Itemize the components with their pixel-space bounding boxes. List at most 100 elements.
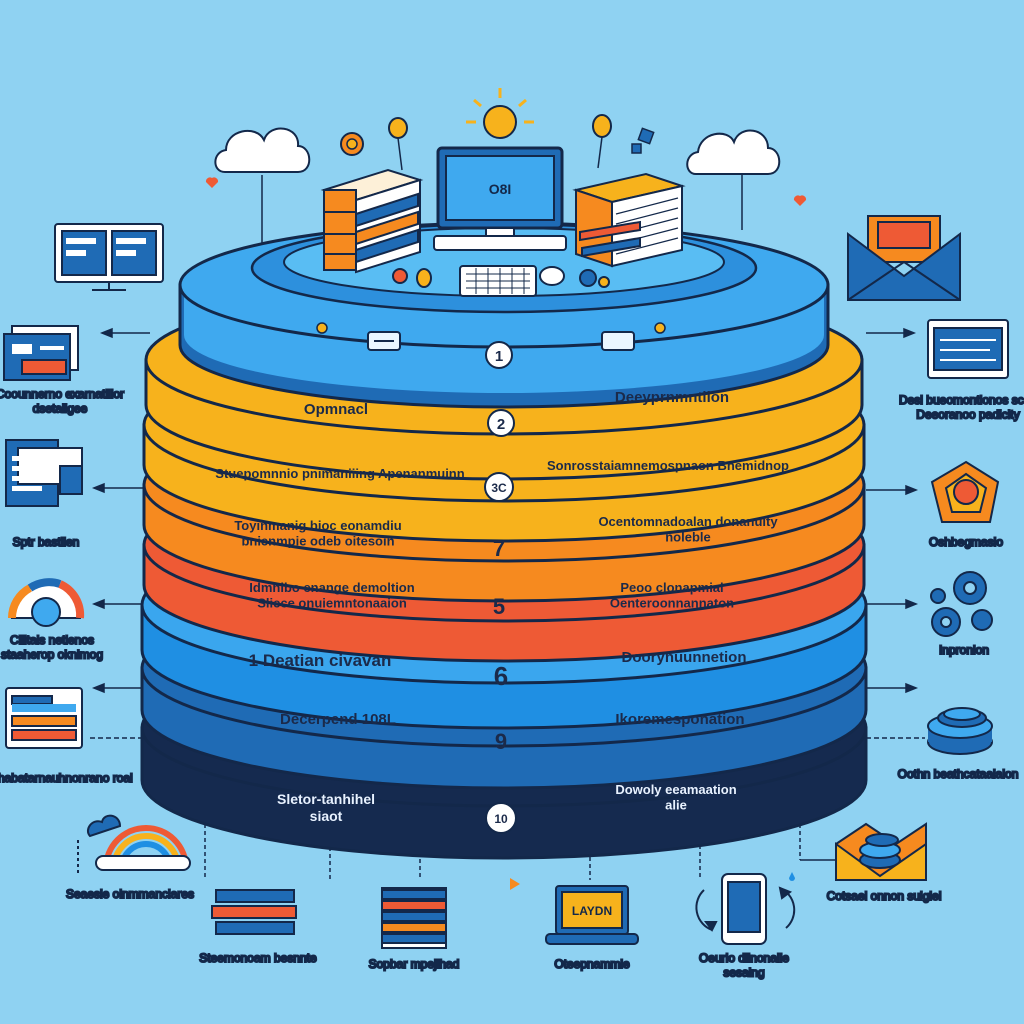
label-line: Steemonoam besnnte (199, 951, 317, 965)
top-platform: O8I (205, 88, 807, 297)
pentagon-shield-icon (930, 460, 1000, 523)
rainbow-cloud-icon (77, 814, 191, 876)
layer-number-10: 10 (485, 802, 517, 834)
label-line: Oshbegmasio (929, 535, 1003, 549)
layer-numbers: 1 2 3C 7 5 6 9 10 (484, 341, 517, 834)
right-label-5: Cotsael onnon sulgiel (827, 889, 942, 903)
laptop-screen-text: LAYDN (572, 904, 612, 918)
label-line: Inpronion (939, 643, 989, 657)
bottom-icons: Seaesie oinmmanclares Steemonoam besnnte… (65, 814, 796, 980)
right-label-4: Oothn beathcataalaion (898, 767, 1019, 781)
document-window-icon (3, 325, 79, 381)
label-line: Cilitals netienos (10, 633, 94, 647)
mobile-sync-icon (695, 872, 796, 945)
gauge-icon (8, 578, 85, 627)
drum-glyphs (316, 322, 666, 351)
bottom-label-4: Oteepnammie (554, 957, 630, 971)
label-line: Coounnerno exarnatliior (0, 387, 124, 401)
layer-6-right-label: Doorynuunnetion (622, 649, 747, 666)
connector-lines (204, 175, 835, 880)
right-label-2: Oshbegmasio (929, 535, 1003, 549)
sun-icon (466, 88, 534, 139)
label-line: sesaing (723, 965, 764, 979)
svg-text:3C: 3C (491, 481, 507, 495)
layer-3c-right-label: Sonrosstaiamnemospnaon Bnemidnop (547, 458, 789, 473)
layer-number-9: 9 (495, 729, 507, 754)
label-line: Aphabatarnauhnonrano roal (0, 771, 133, 785)
server-rack-left-icon (320, 168, 424, 274)
dashboard-window-icon (5, 687, 83, 749)
label-line: Seaesie oinmmanclares (66, 887, 194, 901)
book-stack-icon (211, 889, 297, 935)
label-line: staaherop oknimog (1, 647, 103, 661)
bottom-label-3: Sopbar mpejlhad (369, 957, 460, 971)
gears-icon (930, 571, 993, 637)
svg-text:1: 1 (495, 348, 503, 365)
label-line: Oeurlo dlinonaile (699, 951, 789, 965)
layer-6-left-label: 1 Deatian civavan (249, 651, 392, 670)
keyboard-icon (459, 265, 537, 297)
open-envelope-icon (847, 215, 961, 301)
label-line: Sopbar mpejlhad (369, 957, 460, 971)
layer-stack (140, 221, 868, 860)
svg-text:2: 2 (497, 416, 505, 433)
layer-number-2: 2 (487, 409, 515, 437)
layer-number-5: 5 (493, 594, 505, 619)
dual-pane-monitor-icon (54, 223, 164, 291)
left-label-2: Sptr bastilen (13, 535, 80, 549)
label-line: Idmnibo enange demoltion (249, 580, 414, 595)
envelope-coins-icon (835, 822, 927, 881)
right-label-3: Inpronion (939, 643, 989, 657)
svg-text:10: 10 (494, 812, 508, 826)
coin-top-left-icon (205, 114, 807, 206)
layer-labels: Opmnacl Deeyprnmntlion Stuepomnnio pnima… (215, 389, 789, 824)
layer-number-1: 1 (485, 341, 513, 369)
cloud-left-icon (214, 127, 311, 173)
label-line: noleble (665, 530, 711, 545)
document-stack-icon (5, 439, 83, 507)
book-stack-right-icon (572, 172, 686, 268)
coin-stack-icon (927, 707, 993, 755)
cloud-right-icon (686, 129, 781, 175)
layer-2-left-label: Opmnacl (304, 401, 368, 418)
label-line: Ocentomnadoalan donanuity (598, 514, 778, 529)
monitor-screen-text: O8I (489, 181, 512, 197)
label-line: Oothn beathcataalaion (898, 767, 1019, 781)
layer-9-left-label: Decerpend 108L (280, 711, 396, 728)
label-line: Dowoly eeamaation (615, 782, 736, 797)
label-line: Cotsael onnon sulgiel (827, 889, 942, 903)
layer-2-right-label: Deeyprnmntlion (615, 389, 729, 406)
layer-number-7: 7 (493, 536, 505, 561)
layer-number-3c: 3C (484, 472, 514, 502)
laptop-icon: LAYDN (510, 878, 639, 945)
label-line: Deeoranoo padicity (916, 407, 1019, 421)
label-line: dsetaligee (33, 401, 88, 415)
server-stack-icon (381, 887, 447, 949)
layer-3c-left-label: Stuepomnnio pnimaniiing Apenanmuinn (215, 466, 464, 481)
layer-9-right-label: Ikoremesponation (615, 711, 744, 728)
left-label-4: Aphabatarnauhnonrano roal (0, 771, 133, 785)
label-line: Sliece onuiemntonaaion (257, 596, 407, 611)
label-line: Toyinmanig bioc eonamdiu (234, 518, 401, 533)
bottom-label-1: Seaesie oinmmanclares (66, 887, 194, 901)
label-line: siaot (310, 808, 343, 824)
right-arrows (866, 327, 925, 739)
bottom-label-2: Steemonoam besnnte (199, 951, 317, 965)
label-line: Desi bueomontionos scan (899, 393, 1024, 407)
layer-number-6: 6 (494, 661, 508, 691)
label-line: Sptr bastilen (13, 535, 80, 549)
label-line: alie (665, 798, 687, 813)
label-line: Peoo clonapmial (620, 580, 723, 595)
monitor-icon: O8I (433, 146, 567, 251)
